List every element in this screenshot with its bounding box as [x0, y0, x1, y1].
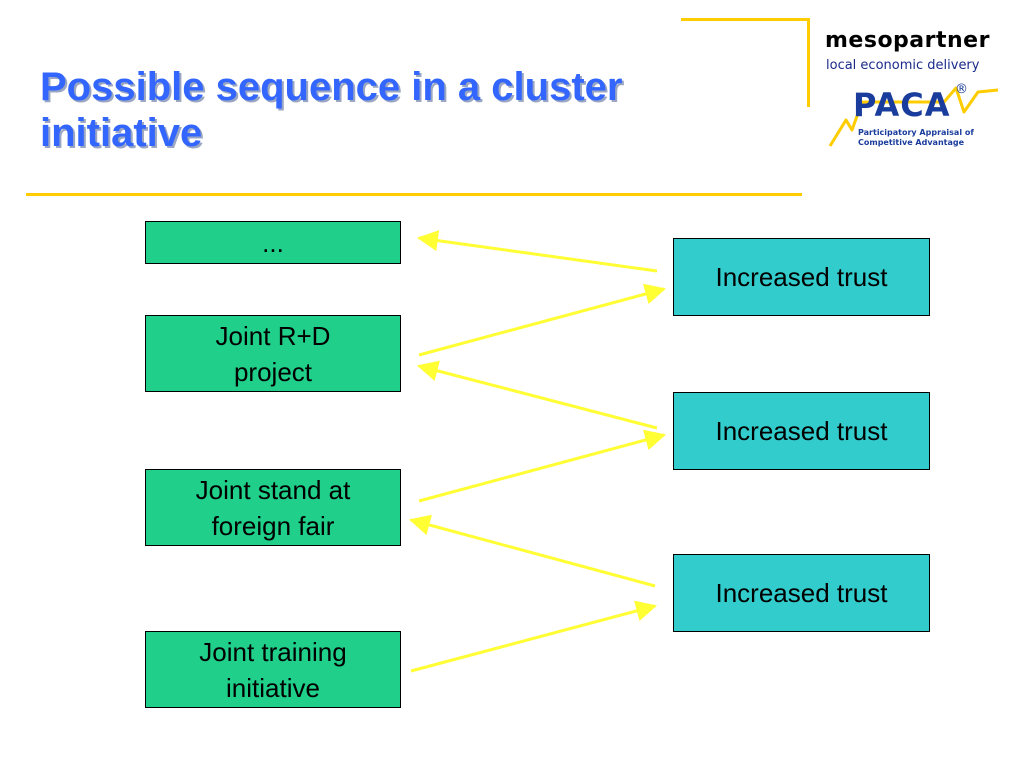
activity-label: Joint training initiative: [199, 636, 347, 703]
arrow-stand-to-trust-2: [418, 429, 667, 503]
outcome-box-trust-2: Increased trust: [673, 392, 930, 470]
arrow-trust-3-to-stand: [408, 514, 656, 588]
paca-logo-text: PACA: [853, 86, 951, 124]
outcome-box-trust-1: Increased trust: [673, 238, 930, 316]
logo-tagline: local economic delivery: [826, 58, 980, 73]
activity-label: Joint R+D project: [215, 320, 331, 387]
arrow-trust-1-to-ellipsis: [416, 230, 658, 273]
activity-label: ...: [262, 227, 284, 258]
title-underline: [26, 193, 802, 196]
outcome-box-trust-3: Increased trust: [673, 554, 930, 632]
activity-box-joint-rd: Joint R+D project: [145, 315, 401, 392]
arrow-trust-2-to-rd: [416, 360, 658, 430]
logo-corner-frame: [681, 18, 810, 107]
activity-box-joint-stand: Joint stand at foreign fair: [145, 469, 401, 546]
logo-wordmark: mesopartner: [825, 28, 990, 53]
activity-box-joint-training: Joint training initiative: [145, 631, 401, 708]
paca-logo-subtitle: Participatory Appraisal of Competitive A…: [858, 128, 974, 147]
outcome-label: Increased trust: [715, 578, 888, 608]
outcome-label: Increased trust: [715, 416, 888, 446]
activity-box-ellipsis: ...: [145, 221, 401, 264]
registered-mark: ®: [955, 82, 968, 97]
arrow-training-to-trust-3: [410, 600, 658, 673]
paca-growth-line-icon: [828, 86, 999, 147]
slide-title: Possible sequence in a cluster initiativ…: [40, 65, 623, 155]
outcome-label: Increased trust: [715, 262, 888, 292]
arrow-rd-to-trust-1: [418, 283, 667, 357]
activity-label: Joint stand at foreign fair: [195, 474, 351, 541]
